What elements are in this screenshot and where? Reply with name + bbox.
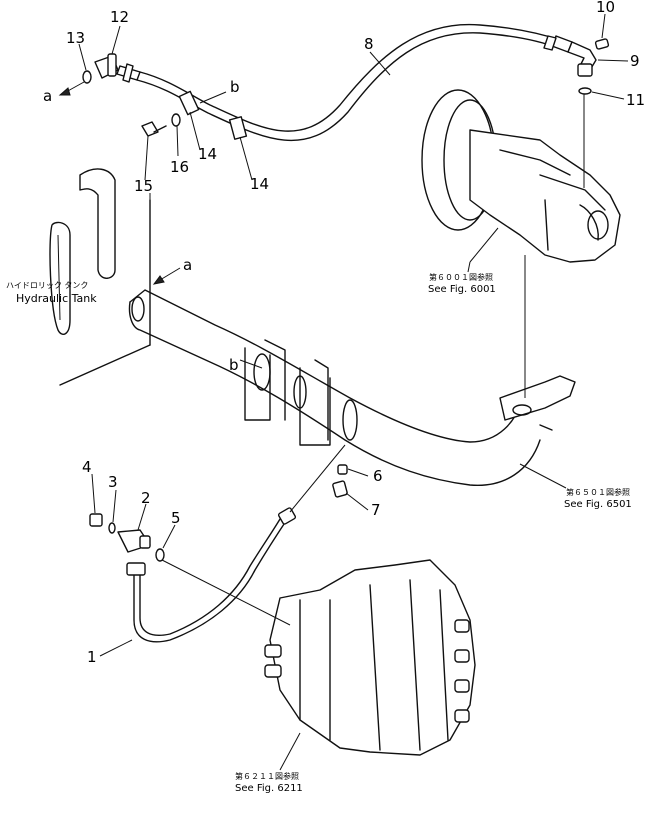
elbow-12: [94, 53, 119, 79]
hydraulic-tank-label-en: Hydraulic Tank: [16, 292, 97, 305]
callout-8: 8: [364, 35, 374, 53]
callout-1: 1: [87, 648, 97, 666]
suction-pipe: [128, 289, 576, 486]
callout-9: 9: [630, 52, 640, 70]
bolt-15: [141, 121, 167, 137]
ref-fig6211-jp: 第６２１１図参照: [235, 772, 299, 781]
washer-16: [171, 113, 181, 127]
letter-a-tank: a: [183, 256, 193, 274]
hydraulic-tank: [49, 168, 151, 386]
callout-5: 5: [171, 509, 181, 527]
ref-fig6211-en: See Fig. 6211: [235, 783, 303, 794]
leader-lines: [58, 13, 629, 771]
callout-2: 2: [141, 489, 151, 507]
letter-b-pipe: b: [229, 356, 239, 374]
callout-13: 13: [66, 29, 86, 47]
letter-a-top: a: [43, 87, 53, 105]
o-ring-13: [82, 70, 92, 84]
hose-clamp-14a: [178, 90, 200, 116]
hose-1: [126, 507, 297, 643]
callout-3: 3: [108, 473, 118, 491]
callout-15: 15: [134, 177, 154, 195]
o-ring-3: [108, 522, 116, 534]
o-ring-5: [155, 548, 165, 562]
control-valve: [264, 559, 476, 756]
adapter-2: [117, 529, 151, 553]
callout-14b: 14: [250, 175, 270, 193]
elbow-9: [567, 41, 597, 77]
callout-7: 7: [371, 501, 381, 519]
fitting-6: [337, 464, 348, 475]
hydraulic-tank-label-jp: ハイドロリック タンク: [6, 281, 89, 290]
ref-fig6001-en: See Fig. 6001: [428, 284, 496, 295]
callout-11: 11: [626, 91, 646, 109]
plug-10: [594, 38, 610, 50]
hose-end-right: [543, 35, 573, 53]
callout-12: 12: [110, 8, 130, 26]
fitting-7: [332, 480, 348, 498]
hydraulic-pump: [421, 89, 621, 263]
ref-fig6501-jp: 第６５０１図参照: [566, 488, 630, 497]
hose-8: [136, 23, 561, 142]
o-ring-11: [578, 87, 592, 95]
callout-14a: 14: [198, 145, 218, 163]
callout-6: 6: [373, 467, 383, 485]
hose-end-left: [116, 63, 141, 83]
ref-fig6501-en: See Fig. 6501: [564, 499, 632, 510]
plug-4: [89, 513, 103, 527]
callout-16: 16: [170, 158, 190, 176]
callout-4: 4: [82, 458, 92, 476]
letter-b-top: b: [230, 78, 240, 96]
callout-10: 10: [596, 0, 616, 16]
ref-fig6001-jp: 第６００１図参照: [429, 273, 493, 282]
